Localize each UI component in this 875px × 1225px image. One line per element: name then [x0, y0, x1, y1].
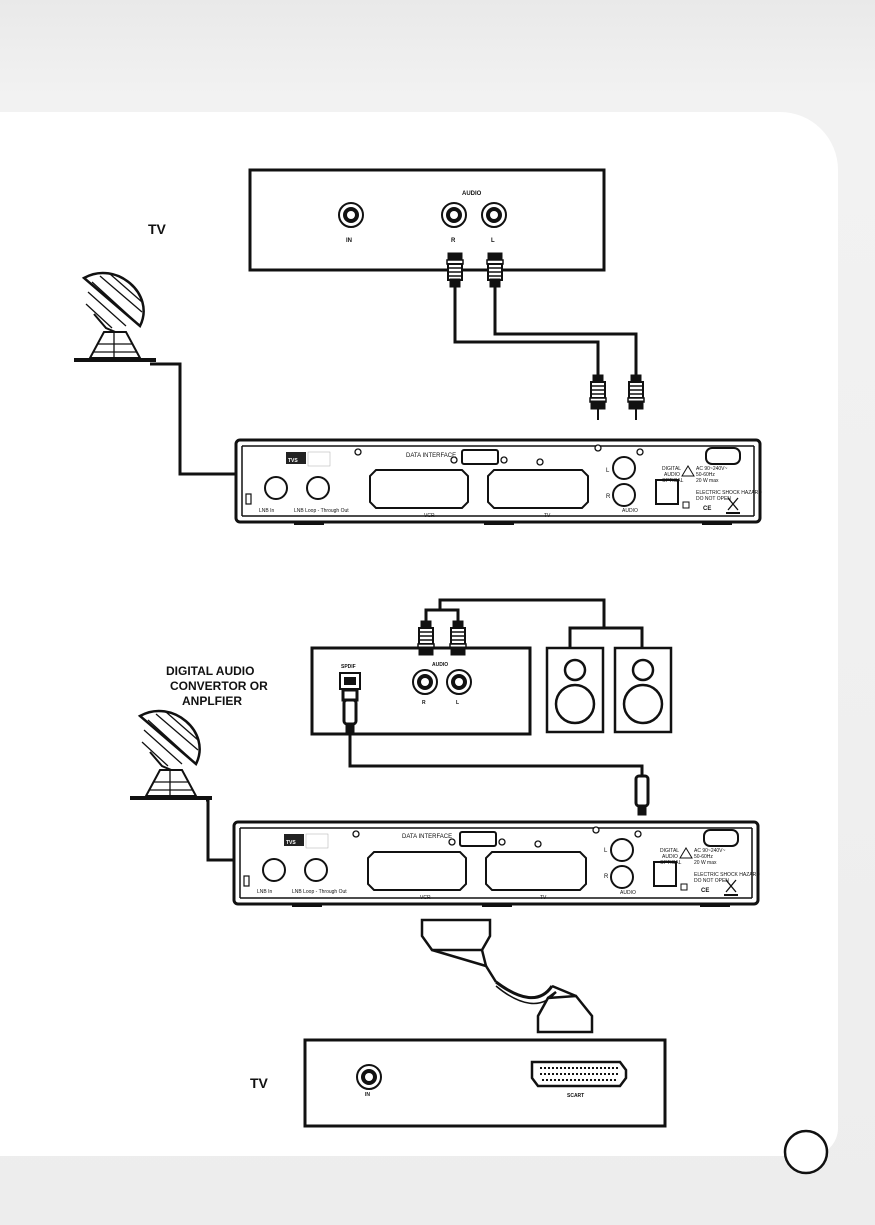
optical-label-3: OPTICAL: [662, 478, 684, 484]
rca-plug-icon: [626, 374, 646, 410]
lnb-in-label: LNB In: [257, 889, 273, 895]
power-label-2: 50-60Hz: [694, 854, 713, 860]
tv-panel-bottom: IN SCART: [303, 1038, 667, 1128]
converter-label-2: CONVERTOR OR: [170, 679, 268, 693]
audio-l-jack-icon: [481, 202, 507, 228]
scart-cable: [420, 918, 594, 1034]
rca-plug-icon: [445, 252, 465, 288]
optical-label-3: OPTICAL: [660, 860, 682, 866]
data-interface-label: DATA INTERFACE: [406, 453, 456, 459]
brand-badge: TVS: [286, 840, 296, 846]
lnb-cable: [206, 798, 238, 862]
tv-label-bottom: TV: [250, 1075, 269, 1091]
warning-label-2: DO NOT OPEN: [694, 878, 729, 884]
audio-out-label: AUDIO: [620, 890, 636, 896]
page-number-badge: [783, 1129, 829, 1175]
audio-r-label: R: [604, 874, 609, 880]
audio-l-label: L: [606, 468, 610, 474]
power-label-1: AC 90~240V~: [696, 466, 727, 472]
tv-audio-label: AUDIO: [462, 191, 482, 197]
audio-out-label: AUDIO: [622, 508, 638, 514]
optical-cable: [341, 688, 650, 816]
tv-audio-r-label: R: [451, 238, 456, 244]
receiver-rear-panel-bottom: DATA INTERFACE LNB In LNB Loop - Through…: [232, 820, 760, 909]
rca-plug-icon: [485, 252, 505, 288]
optical-label-2: AUDIO: [662, 854, 678, 860]
rca-plug-icon: [448, 620, 468, 656]
tv-in-label: IN: [346, 238, 352, 244]
tv-label-top: TV: [148, 221, 167, 237]
speaker-left-icon: [545, 646, 605, 734]
brand-badge: TVS: [288, 458, 298, 464]
scart-label: SCART: [567, 1093, 584, 1099]
receiver-rear-panel-top: DATA INTERFACE LNB In LNB Loop - Through…: [234, 438, 762, 527]
converter-r-jack-icon: [412, 669, 438, 695]
warning-label-1: ELECTRIC SHOCK HAZARD: [694, 872, 760, 878]
optical-label-2: AUDIO: [664, 472, 680, 478]
data-interface-label: DATA INTERFACE: [402, 834, 452, 840]
speaker-cables: [416, 598, 644, 656]
satellite-dish-icon: [72, 271, 158, 364]
converter-label-1: DIGITAL AUDIO: [166, 664, 254, 678]
rca-plug-icon: [416, 620, 436, 656]
power-label-2: 50-60Hz: [696, 472, 715, 478]
converter-audio-label: AUDIO: [432, 662, 448, 668]
lnb-in-label: LNB In: [259, 508, 275, 514]
speaker-right-icon: [613, 646, 673, 734]
lnb-cable: [150, 362, 236, 476]
converter-l-label: L: [456, 700, 459, 706]
audio-r-label: R: [606, 494, 611, 500]
vcr-label: VCR: [420, 895, 431, 901]
rca-plug-icon: [588, 374, 608, 410]
optical-label-1: DIGITAL: [662, 466, 681, 472]
converter-r-label: R: [422, 700, 426, 706]
power-label-1: AC 90~240V~: [694, 848, 725, 854]
tv-bottom-in-label: IN: [365, 1092, 370, 1098]
vcr-label: VCR: [424, 513, 435, 519]
ce-mark: CE: [701, 888, 709, 894]
audio-cable-top: [445, 252, 646, 420]
lnb-loop-label: LNB Loop - Through Out: [294, 508, 349, 514]
tv-scart-label: TV: [540, 895, 547, 901]
power-label-3: 20 W max: [694, 860, 717, 866]
audio-r-jack-icon: [441, 202, 467, 228]
tv-audio-l-label: L: [491, 238, 495, 244]
power-label-3: 20 W max: [696, 478, 719, 484]
warning-label-1: ELECTRIC SHOCK HAZARD: [696, 490, 762, 496]
lnb-loop-label: LNB Loop - Through Out: [292, 889, 347, 895]
rf-in-jack-icon: [356, 1064, 382, 1090]
scart-socket-icon: [530, 1060, 628, 1088]
warning-label-2: DO NOT OPEN: [696, 496, 731, 502]
satellite-dish-icon: [128, 709, 214, 802]
audio-l-label: L: [604, 848, 608, 854]
converter-l-jack-icon: [446, 669, 472, 695]
tv-scart-label: TV: [544, 513, 551, 519]
converter-label-3: ANPLFIER: [182, 694, 242, 708]
rf-in-jack-icon: [338, 202, 364, 228]
optical-label-1: DIGITAL: [660, 848, 679, 854]
spdif-label: SPDIF: [341, 664, 356, 670]
ce-mark: CE: [703, 506, 711, 512]
tv-panel-top: IN AUDIO R L: [248, 168, 606, 272]
